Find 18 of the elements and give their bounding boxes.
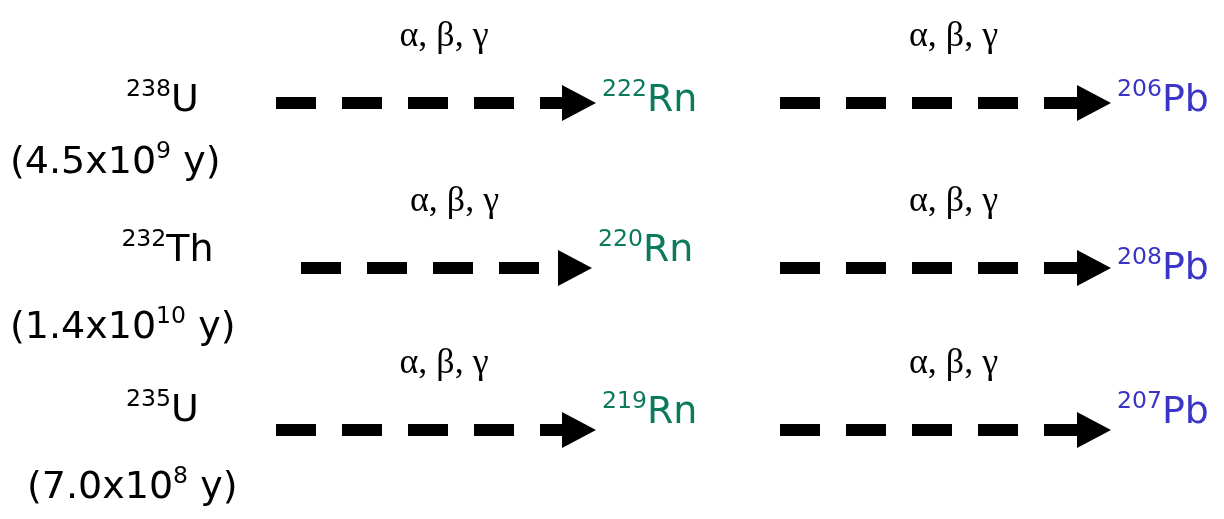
half-life-label: (7.0x10$^{8}$ y) bbox=[27, 465, 238, 507]
isotope-label: $^{219}$Rn bbox=[602, 390, 774, 432]
isotope-label: $^{208}$Pb bbox=[1117, 246, 1209, 288]
isotope-label: $^{232}$Th bbox=[40, 228, 295, 270]
dashed-arrow bbox=[276, 412, 596, 448]
dashed-arrow bbox=[276, 85, 596, 121]
dashed-arrow bbox=[780, 412, 1111, 448]
isotope-label: $^{220}$Rn bbox=[598, 228, 774, 270]
isotope-label: $^{238}$U bbox=[55, 78, 270, 120]
isotope-label: $^{222}$Rn bbox=[602, 78, 774, 120]
half-life-label: (1.4x10$^{10}$ y) bbox=[10, 305, 236, 347]
dashed-arrow bbox=[301, 250, 592, 286]
dashed-arrow bbox=[780, 85, 1111, 121]
isotope-label: $^{235}$U bbox=[55, 388, 270, 430]
isotope-label: $^{206}$Pb bbox=[1117, 78, 1209, 120]
half-life-label: (4.5x10$^{9}$ y) bbox=[10, 140, 221, 182]
dashed-arrow bbox=[780, 250, 1111, 286]
isotope-label: $^{207}$Pb bbox=[1117, 390, 1209, 432]
